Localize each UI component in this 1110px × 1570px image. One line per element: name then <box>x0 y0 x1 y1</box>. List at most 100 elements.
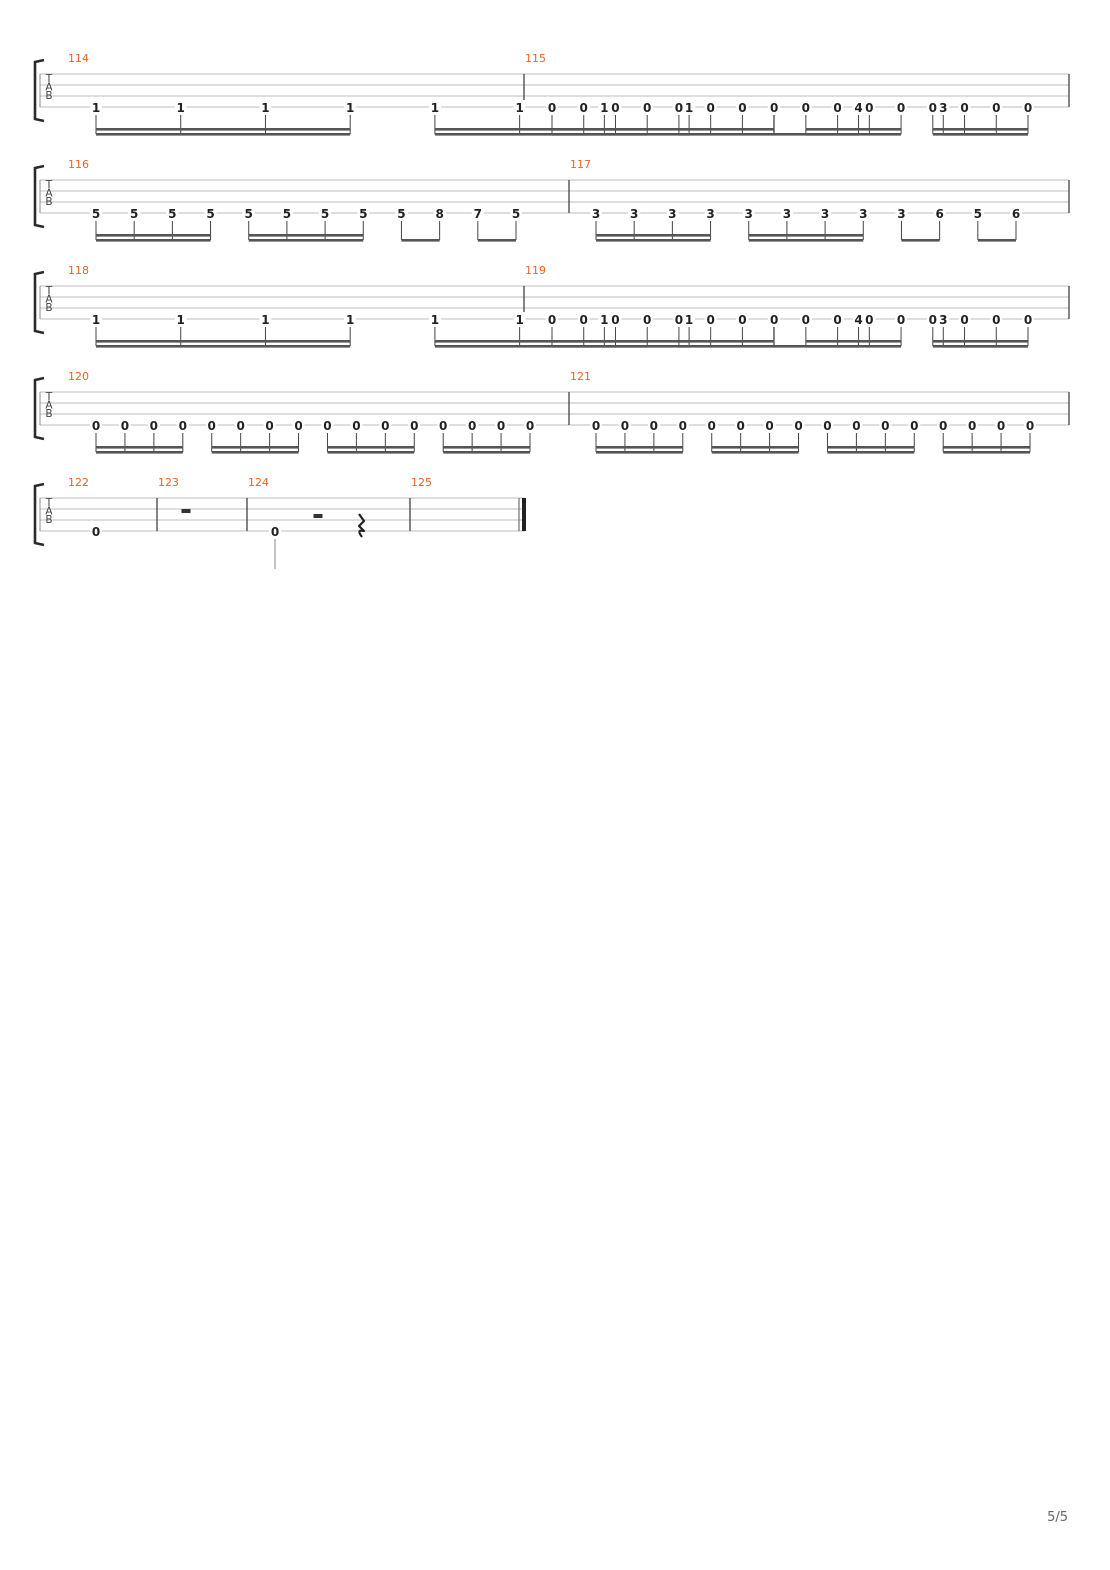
beam-secondary <box>932 340 1028 343</box>
fret-mask <box>937 100 950 113</box>
fret-mask <box>90 206 102 219</box>
fret-number: 1 <box>431 313 439 327</box>
fret-mask <box>995 418 1008 431</box>
fret-number: 0 <box>865 101 873 115</box>
fret-mask <box>990 312 1003 325</box>
fret-number: 0 <box>833 313 841 327</box>
fret-number: 0 <box>611 313 619 327</box>
fret-mask <box>926 100 939 113</box>
fret-mask <box>628 206 641 219</box>
fret-number: 0 <box>770 313 778 327</box>
beam-secondary <box>96 340 351 343</box>
tab-clef-letter: T <box>45 497 53 509</box>
tab-clef-letter: B <box>45 302 52 314</box>
beam <box>932 133 1028 136</box>
fret-mask <box>895 312 908 325</box>
fret-mask <box>966 418 979 431</box>
fret-mask <box>704 206 717 219</box>
fret-number: 5 <box>321 207 329 221</box>
fret-number: 0 <box>679 419 687 433</box>
tab-clef-letter: T <box>45 285 53 297</box>
fret-mask <box>513 312 526 325</box>
measure-number: 121 <box>570 370 591 383</box>
fret-number: 1 <box>92 313 100 327</box>
beam <box>96 451 183 454</box>
fret-mask <box>933 206 946 219</box>
beam <box>96 133 351 136</box>
beam <box>401 239 440 242</box>
fret-number: 1 <box>431 101 439 115</box>
beam <box>596 451 683 454</box>
fret-number: 0 <box>150 419 158 433</box>
fret-number: 3 <box>939 101 947 115</box>
tab-clef-letter: A <box>45 400 53 412</box>
fret-mask <box>90 312 102 325</box>
fret-number: 0 <box>352 419 360 433</box>
fret-number: 0 <box>881 419 889 433</box>
fret-number: 0 <box>939 419 947 433</box>
beam <box>748 239 864 242</box>
system-bracket <box>33 482 45 547</box>
fret-number: 3 <box>939 313 947 327</box>
tab-clef-letter: A <box>45 188 53 200</box>
fret-number: 0 <box>833 101 841 115</box>
system-bracket <box>33 376 45 441</box>
fret-mask <box>821 418 834 431</box>
fret-number: 0 <box>997 419 1005 433</box>
beam <box>552 133 648 136</box>
fret-mask <box>763 418 776 431</box>
fret-number: 0 <box>675 313 683 327</box>
fret-number: 0 <box>794 419 802 433</box>
fret-mask <box>926 312 939 325</box>
fret-number: 3 <box>859 207 867 221</box>
fret-number: 0 <box>802 101 810 115</box>
fret-number: 0 <box>929 101 937 115</box>
fret-mask <box>590 206 602 219</box>
fret-mask <box>546 100 558 113</box>
fret-mask <box>577 312 590 325</box>
fret-mask <box>672 100 685 113</box>
fret-number: 5 <box>974 207 982 221</box>
fret-mask <box>269 524 281 537</box>
fret-mask <box>768 100 781 113</box>
fret-mask <box>513 100 526 113</box>
fret-number: 0 <box>897 313 905 327</box>
fret-mask <box>857 206 870 219</box>
fret-number: 1 <box>261 313 269 327</box>
fret-number: 0 <box>802 313 810 327</box>
fret-mask <box>174 100 187 113</box>
fret-mask <box>641 312 654 325</box>
beam-secondary <box>552 128 648 131</box>
fret-number: 3 <box>668 207 676 221</box>
fret-number: 0 <box>179 419 187 433</box>
fret-mask <box>321 418 334 431</box>
system-bracket <box>33 58 45 123</box>
fret-mask <box>259 100 272 113</box>
beam <box>901 239 940 242</box>
fret-number: 4 <box>854 313 862 327</box>
beam <box>477 239 516 242</box>
fret-number: 0 <box>271 525 279 539</box>
measure-number: 118 <box>68 264 89 277</box>
fret-mask <box>831 100 844 113</box>
fret-mask <box>704 312 717 325</box>
fret-mask <box>908 418 921 431</box>
beam-secondary <box>678 128 775 131</box>
fret-mask <box>792 418 805 431</box>
tab-clef-letter: B <box>45 196 52 208</box>
fret-number: 0 <box>929 313 937 327</box>
fret-number: 4 <box>854 101 862 115</box>
measure-number: 119 <box>525 264 546 277</box>
fret-mask <box>344 100 357 113</box>
fret-number: 0 <box>1024 313 1032 327</box>
fret-number: 0 <box>92 525 100 539</box>
fret-mask <box>734 418 747 431</box>
beam-secondary <box>96 128 351 131</box>
fret-mask <box>344 312 357 325</box>
fret-number: 0 <box>381 419 389 433</box>
fret-mask <box>205 418 218 431</box>
fret-number: 0 <box>675 101 683 115</box>
beam-secondary <box>748 234 864 237</box>
whole-rest-icon <box>181 509 191 513</box>
beam <box>943 451 1030 454</box>
